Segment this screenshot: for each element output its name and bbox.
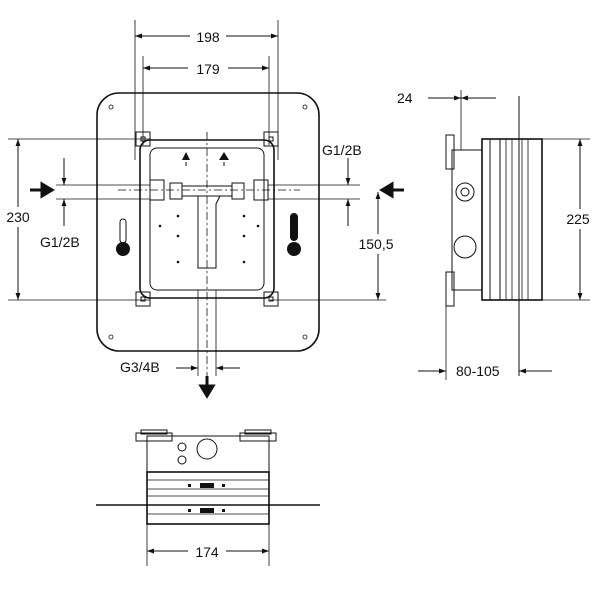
arrow-right-icon [30, 181, 55, 199]
hot-symbol-icon [219, 152, 229, 160]
corner-clip [135, 131, 151, 147]
dimension-179: 179 [196, 61, 220, 77]
dimension-24: 24 [397, 90, 413, 106]
front-view [96, 92, 320, 380]
mounting-points [158, 214, 260, 264]
outlet-tube [197, 195, 221, 269]
dimension-174: 174 [195, 544, 219, 560]
arrow-left-icon [379, 181, 404, 199]
side-view [445, 90, 543, 376]
bottom-view [96, 429, 320, 525]
outlet-port [453, 235, 477, 259]
outlet-port [196, 438, 218, 460]
dimension-g12b-left: G1/2B [40, 234, 80, 250]
dimension-g12b-right: G1/2B [322, 142, 362, 158]
hot-thermometer-icon [287, 213, 301, 256]
bottom-dimensions: 174 [146, 524, 270, 566]
corner-clip [263, 291, 279, 307]
screw-hole [302, 104, 308, 110]
inlet-connector-left-2 [169, 182, 183, 200]
cold-symbol-icon [182, 152, 190, 160]
dimension-150-5: 150,5 [358, 236, 393, 252]
bottom-body [146, 471, 270, 525]
front-dimensions: 198 179 230 G1/2B G1/2B 150,5 [2, 20, 404, 399]
dimension-198: 198 [196, 29, 220, 45]
dimension-230: 230 [6, 209, 30, 225]
side-front-plate [451, 149, 483, 291]
mounting-plate [96, 92, 320, 352]
inlet-connector-right-2 [231, 182, 245, 200]
side-dimensions: 24 225 80-105 [397, 90, 596, 380]
arrow-down-icon [198, 376, 216, 399]
dimension-225: 225 [566, 211, 590, 227]
dimension-80-105: 80-105 [456, 363, 500, 379]
inlet-port [455, 182, 475, 202]
screw-hole [108, 334, 114, 340]
screw-hole [108, 104, 114, 110]
dimension-g34b: G3/4B [120, 359, 160, 375]
cold-thermometer-icon [116, 218, 130, 256]
screw-hole [302, 334, 308, 340]
